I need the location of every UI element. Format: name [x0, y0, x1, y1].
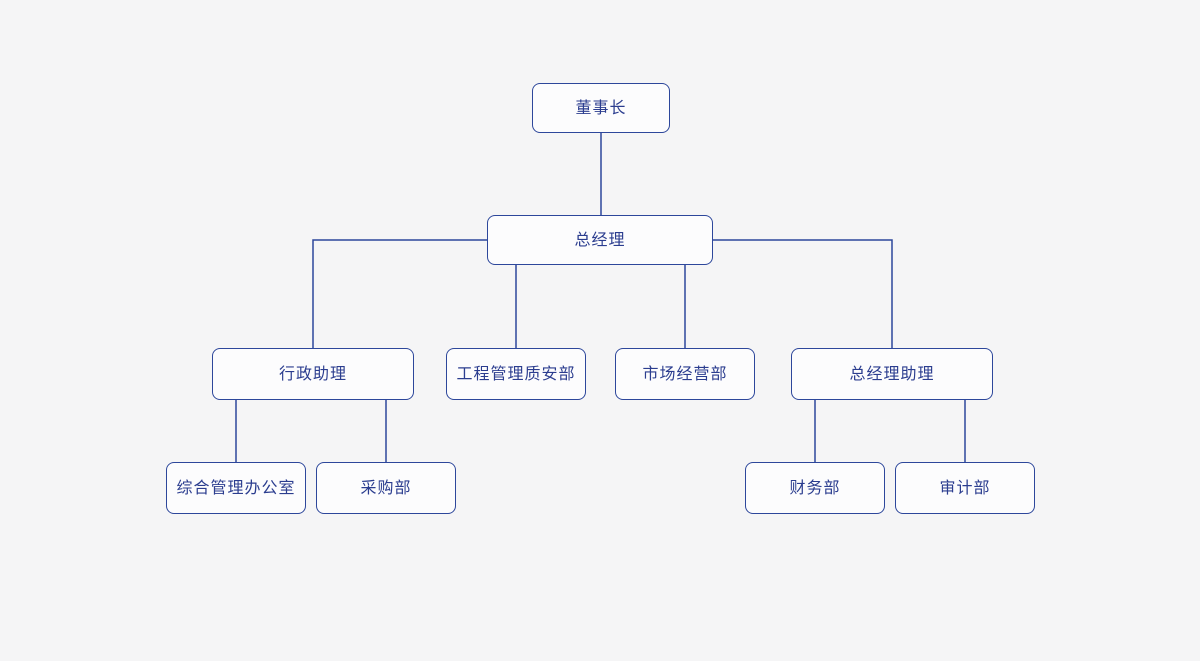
org-node-label: 工程管理质安部 [456, 364, 576, 383]
connector-general-manager-admin-assistant [312, 239, 487, 348]
org-node-label: 总经理 [574, 230, 626, 249]
org-node-label: 采购部 [360, 478, 412, 497]
org-node-chairman[interactable]: 董事长 [532, 83, 670, 133]
org-node-label: 财务部 [789, 478, 841, 497]
org-node-eng-quality-safety[interactable]: 工程管理质安部 [446, 348, 586, 400]
org-node-label: 行政助理 [278, 364, 347, 383]
org-node-label: 审计部 [939, 478, 991, 497]
org-node-label: 董事长 [575, 98, 627, 117]
org-node-general-admin-office[interactable]: 综合管理办公室 [166, 462, 306, 514]
org-node-label: 市场经营部 [642, 364, 728, 383]
connector-general-manager-gm-assistant [713, 239, 893, 348]
org-node-market-operations[interactable]: 市场经营部 [615, 348, 755, 400]
org-node-general-manager[interactable]: 总经理 [487, 215, 713, 265]
org-node-label: 总经理助理 [849, 364, 935, 383]
org-node-label: 综合管理办公室 [176, 478, 296, 497]
org-node-finance[interactable]: 财务部 [745, 462, 885, 514]
org-node-purchasing[interactable]: 采购部 [316, 462, 456, 514]
org-node-gm-assistant[interactable]: 总经理助理 [791, 348, 993, 400]
org-node-audit[interactable]: 审计部 [895, 462, 1035, 514]
org-node-admin-assistant[interactable]: 行政助理 [212, 348, 414, 400]
